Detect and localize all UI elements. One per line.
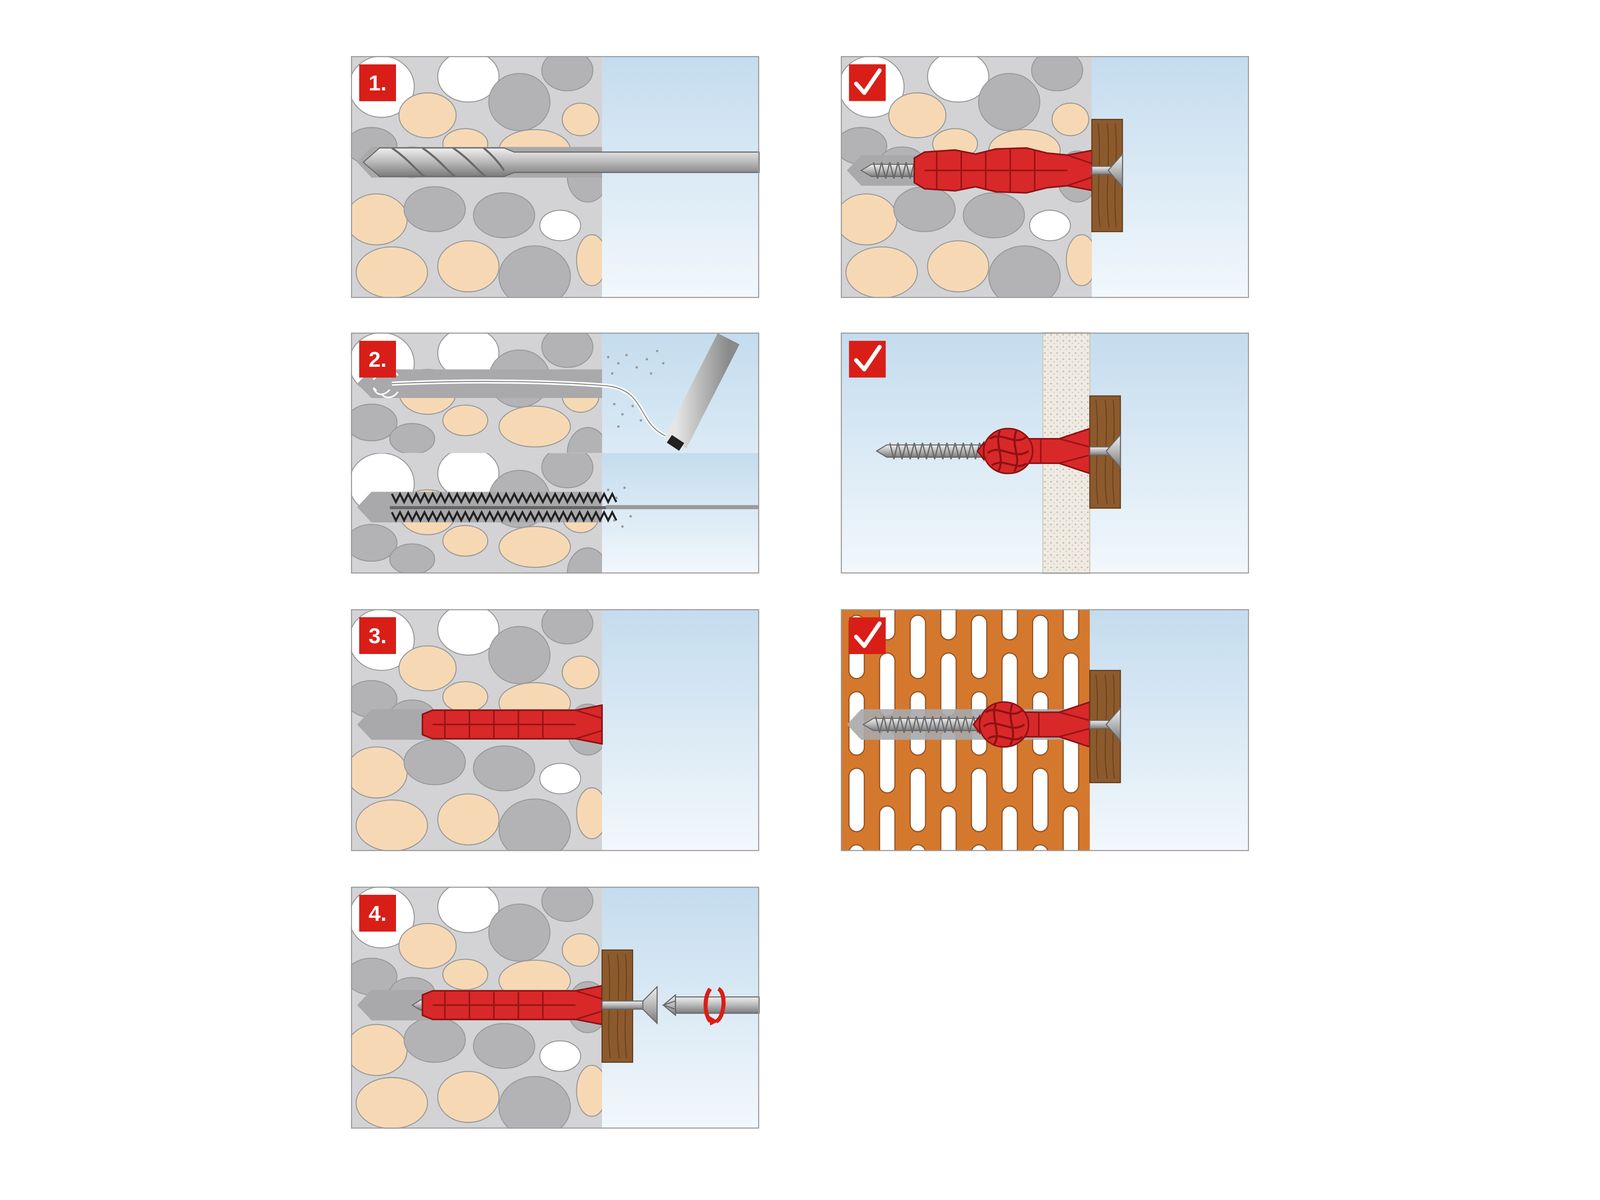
step-number: 3. [368,624,387,647]
step-badge: 3. [359,617,396,654]
step-badge: 2. [359,340,396,378]
step-number: 2. [368,348,387,370]
step-badge: 4. [359,894,396,932]
step-number: 1. [368,72,387,94]
step-number: 4. [368,902,387,924]
step-badge: 1. [359,64,396,102]
